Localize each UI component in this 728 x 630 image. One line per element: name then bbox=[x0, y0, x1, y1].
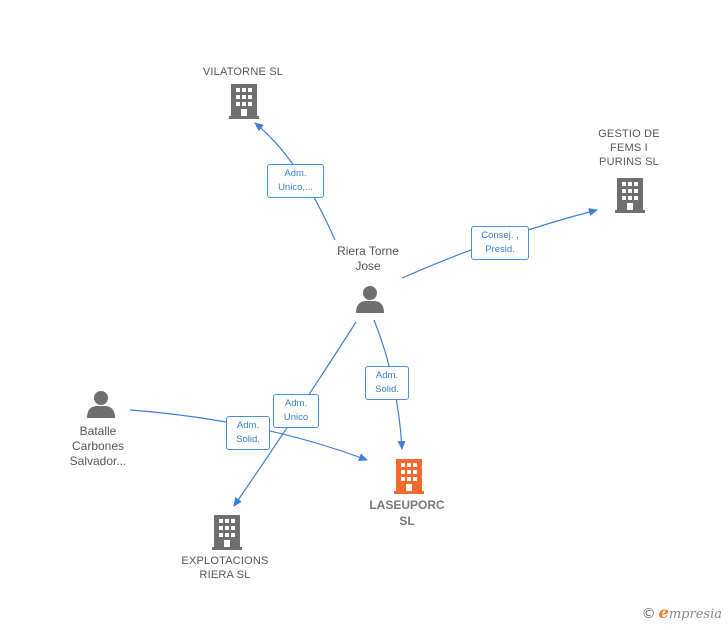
edge-label-riera-vilatorne[interactable]: Adm. Unico,... bbox=[267, 164, 324, 198]
person-name-line: Salvador... bbox=[69, 454, 127, 468]
role-line: Adm. bbox=[236, 420, 260, 431]
copyright-icon: © bbox=[641, 606, 656, 622]
company-node-laseuporc[interactable]: LASEUPORC SL bbox=[369, 497, 444, 529]
edge-label-riera-laseuporc[interactable]: Adm. Solid. bbox=[365, 366, 409, 400]
person-node-riera-torne[interactable]: Riera Torne Jose bbox=[337, 244, 399, 274]
edge-label-batalle-laseuporc[interactable]: Adm. Solid. bbox=[226, 416, 270, 450]
role-line: Adm. bbox=[375, 370, 399, 381]
edge-label-riera-explotacions[interactable]: Adm. Unico bbox=[273, 394, 319, 428]
company-name-line: VILATORNE SL bbox=[202, 66, 284, 78]
person-icon bbox=[356, 286, 384, 313]
person-name-line: Jose bbox=[355, 259, 381, 273]
person-icon bbox=[87, 391, 115, 418]
building-icon bbox=[229, 84, 259, 119]
building-icon-focus bbox=[394, 459, 424, 494]
company-node-vilatorne[interactable]: VILATORNE SL bbox=[203, 65, 283, 79]
company-name-line: PURINS SL bbox=[599, 156, 659, 168]
role-line: Adm. bbox=[284, 398, 308, 409]
company-name-line: LASEUPORC bbox=[369, 498, 445, 512]
role-line: Solid. bbox=[236, 434, 260, 445]
person-node-batalle[interactable]: Batalle Carbones Salvador... bbox=[70, 424, 127, 469]
company-name-line: FEMS I bbox=[610, 142, 648, 154]
company-name-line: GESTIO DE bbox=[598, 128, 660, 140]
role-line: Adm. bbox=[284, 168, 307, 179]
company-node-explotacions[interactable]: EXPLOTACIONS RIERA SL bbox=[181, 554, 268, 582]
brand-name: mpresia bbox=[668, 607, 722, 622]
company-name-line: EXPLOTACIONS bbox=[181, 555, 269, 567]
company-node-gestio[interactable]: GESTIO DE FEMS I PURINS SL bbox=[598, 127, 660, 169]
role-line: Unico bbox=[283, 412, 309, 423]
brand-initial: e bbox=[658, 603, 669, 622]
person-name-line: Riera Torne bbox=[337, 244, 399, 258]
person-name-line: Carbones bbox=[71, 439, 125, 453]
company-name-line: RIERA SL bbox=[199, 569, 251, 581]
brand-logo: ©empresia bbox=[642, 603, 722, 622]
edge-label-riera-gestio[interactable]: Consej. , Presid. bbox=[471, 226, 529, 260]
company-name-line: SL bbox=[399, 514, 415, 528]
building-icon bbox=[615, 178, 645, 213]
role-line: Solid. bbox=[375, 384, 399, 395]
role-line: Presid. bbox=[485, 244, 515, 255]
person-name-line: Batalle bbox=[79, 424, 117, 438]
building-icon bbox=[212, 515, 242, 550]
role-line: Unico,... bbox=[278, 182, 313, 193]
role-line: Consej. , bbox=[481, 230, 519, 241]
